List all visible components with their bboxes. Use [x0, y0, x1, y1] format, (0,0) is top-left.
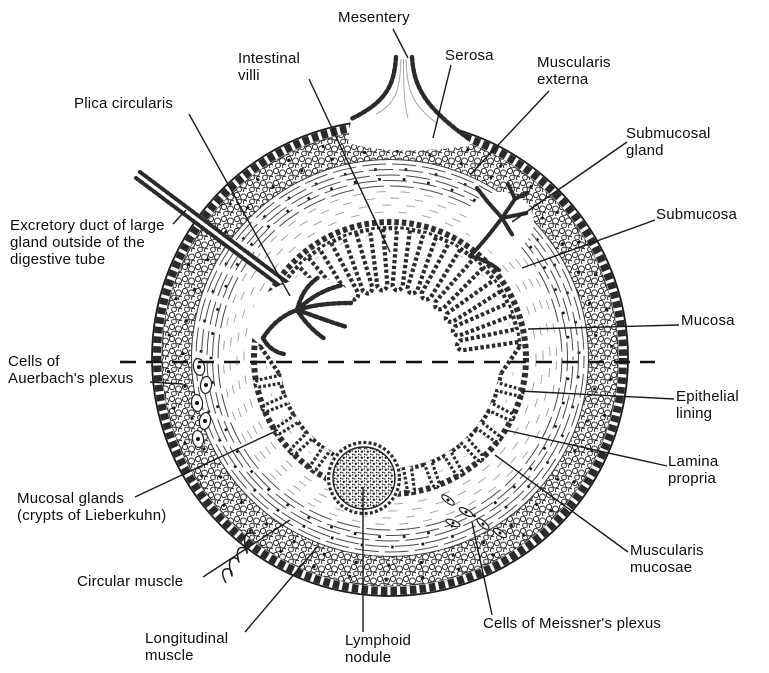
label-meissners-plexus: Cells of Meissner's plexus [483, 615, 662, 632]
artist-signature [221, 532, 257, 584]
label-submucosal-gland: Submucosal gland [626, 125, 711, 159]
circular-muscle-ring [195, 163, 585, 553]
leader-mesentery [392, 28, 409, 59]
mesentery-left-edge [348, 54, 399, 122]
label-mesentery: Mesentery [338, 9, 410, 26]
label-lamina-propria: Lamina propria [668, 453, 719, 487]
leader-epithelial-lining [519, 390, 675, 400]
label-intestinal-villi: Intestinal villi [238, 50, 301, 84]
label-circular-muscle: Circular muscle [77, 573, 184, 590]
label-lymphoid-nodule: Lymphoid nodule [345, 632, 412, 666]
longitudinal-muscle-ring [161, 129, 618, 587]
leader-mucosal-glands [134, 429, 279, 498]
label-epithelial-lining: Epithelial lining [676, 388, 739, 422]
label-muscularis-externa: Muscularis externa [537, 54, 611, 88]
leader-circular-muscle [202, 519, 291, 578]
auerbach-plexus-cells [190, 358, 213, 449]
lymphoid-nodule-drawing [326, 440, 402, 516]
submucosal-gland-drawing [466, 182, 534, 272]
leader-mucosa [527, 324, 680, 330]
label-mucosa: Mucosa [681, 312, 735, 329]
meissner-plexus-cells [441, 494, 508, 539]
leader-intestinal-villi [308, 78, 391, 253]
label-submucosa: Submucosa [656, 206, 738, 223]
leader-muscularis-externa [469, 90, 550, 176]
label-excretory-duct: Excretory duct of large gland outside of… [10, 217, 165, 268]
leader-auerbach [149, 381, 184, 385]
leader-submucosa [521, 219, 656, 269]
mesentery-right-edge [409, 54, 472, 142]
label-serosa: Serosa [445, 47, 494, 64]
leader-lamina-propria [504, 429, 668, 467]
leader-submucosal-gland [511, 141, 628, 223]
mesentery-stalk [348, 54, 472, 151]
label-longitudinal-muscle: Longitudinal muscle [145, 630, 229, 664]
plica-circularis-fold [247, 274, 354, 357]
label-mucosal-glands: Mucosal glands (crypts of Lieberkuhn) [17, 490, 167, 524]
label-auerbachs-plexus: Cells of Auerbach's plexus [8, 353, 134, 387]
leader-lines [134, 28, 680, 633]
label-muscularis-mucosae: Muscularis mucosae [630, 542, 704, 576]
crypts-of-lieberkuhn-drawing [253, 373, 525, 496]
leader-plica-circularis [188, 113, 291, 297]
leader-longitudinal-muscle [244, 545, 319, 633]
leader-meissner [471, 521, 493, 616]
leader-serosa [432, 64, 452, 139]
leader-excretory-duct [172, 209, 187, 225]
submucosa-ring [223, 191, 557, 525]
label-plica-circularis: Plica circularis [74, 95, 174, 112]
leader-muscularis-mucosae [494, 454, 629, 553]
